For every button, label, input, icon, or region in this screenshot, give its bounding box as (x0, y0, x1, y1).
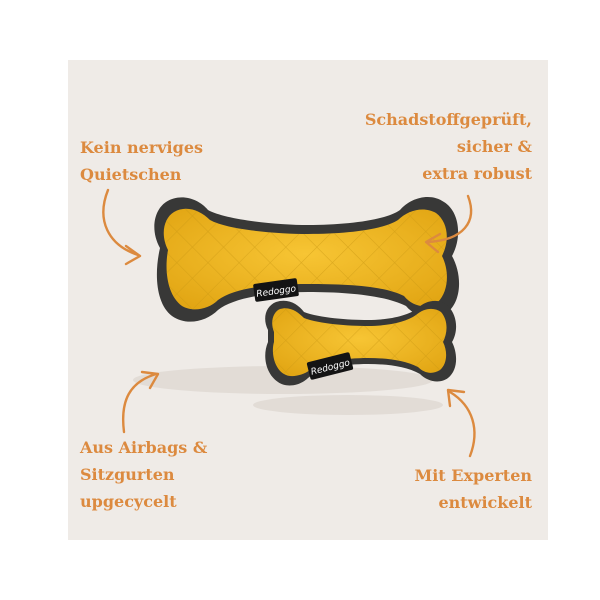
callout-text: upgecycelt (80, 492, 177, 511)
callout-upcycled: Aus Airbags & Sitzgurten upgecycelt (80, 434, 207, 515)
callout-text: sicher & (456, 137, 532, 156)
callout-text: extra robust (422, 164, 532, 183)
callout-expert-developed: Mit Experten entwickelt (415, 462, 532, 516)
arrow-top-right-icon (424, 194, 473, 254)
product-illustration: Redoggo Redoggo (102, 188, 476, 458)
callout-text: Mit Experten (414, 466, 532, 485)
large-bone-logo-tag: Redoggo (253, 278, 299, 302)
callout-text: Kein nerviges (80, 138, 204, 157)
callout-text: Quietschen (80, 165, 182, 184)
arrow-bottom-right-icon (446, 388, 476, 458)
callout-tested-safe: Schadstoffgeprüft, sicher & extra robust (365, 106, 532, 187)
arrow-top-left-icon (102, 188, 142, 266)
small-bone-toy: Redoggo (253, 300, 457, 415)
large-bone-toy: Redoggo (133, 196, 460, 394)
callout-no-squeak: Kein nerviges Quietschen (80, 134, 203, 188)
callout-text: entwickelt (438, 493, 532, 512)
product-canvas: Redoggo Redoggo (68, 60, 548, 540)
callout-text: Aus Airbags & (80, 438, 208, 457)
arrow-bottom-left-icon (121, 370, 160, 434)
callout-text: Schadstoffgeprüft, (364, 110, 532, 129)
callout-text: Sitzgurten (80, 465, 175, 484)
